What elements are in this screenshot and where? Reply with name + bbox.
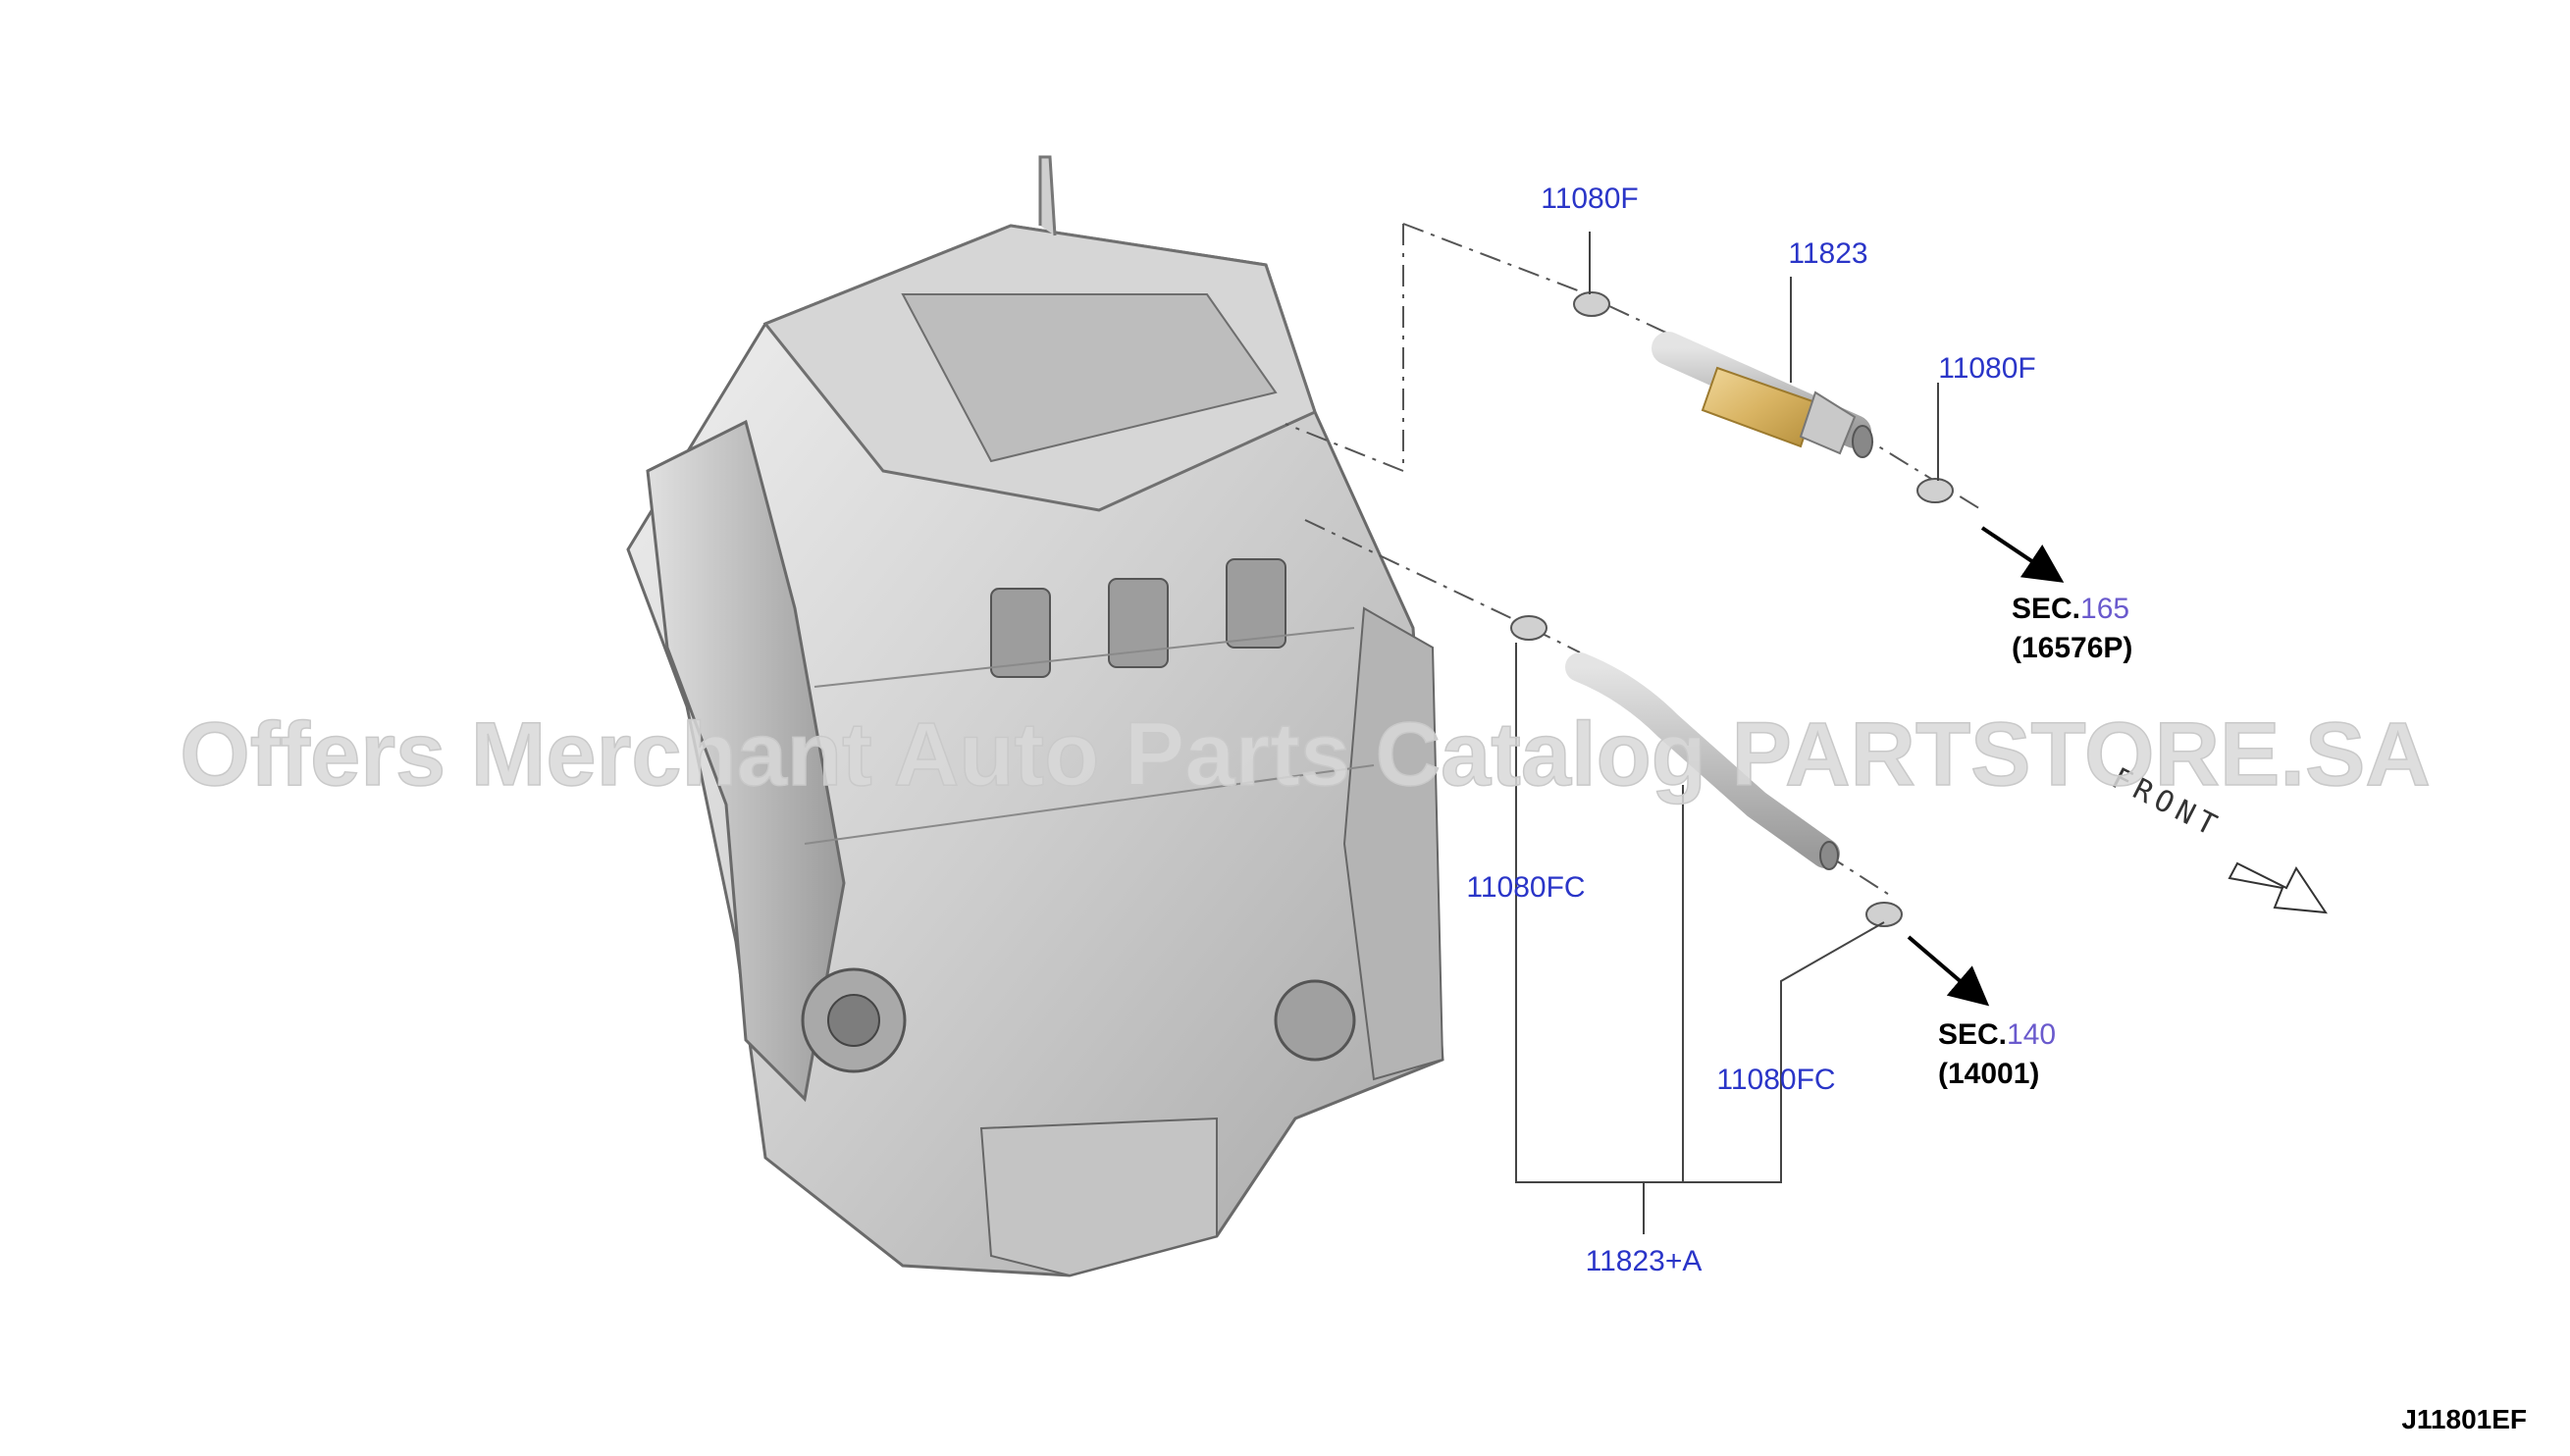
sec-part: (14001) [1938,1058,2039,1090]
sec-number: 140 [2007,1018,2056,1051]
callout-clip-lower-left[interactable]: 11080FC [1466,871,1585,904]
clip-icon [1510,291,1954,927]
callout-clip-lower-right[interactable]: 11080FC [1716,1064,1835,1096]
callout-hose-top[interactable]: 11823 [1788,237,1867,270]
svg-text:SEC.165: SEC.165 [2012,593,2129,625]
callout-hose-assembly[interactable]: 11823+A [1586,1245,1703,1277]
arrow-icon [1907,526,2065,1007]
section-reference-lower[interactable]: SEC.140 (14001) [1938,1018,2056,1090]
engine-block-icon [626,155,1444,1277]
hose-lower [1565,652,1840,870]
sec-part: (16576P) [2012,632,2132,664]
hose-upper [1652,332,1873,458]
sec-prefix: SEC. [1938,1018,2007,1051]
callout-clip-top-right[interactable]: 11080F [1938,352,2036,385]
front-arrow-icon [2228,861,2328,914]
sec-number: 165 [2080,593,2129,625]
svg-text:SEC.140: SEC.140 [1938,1018,2056,1051]
callout-clip-top-left[interactable]: 11080F [1541,182,1639,215]
watermark: Offers Merchant Auto Parts Catalog PARTS… [180,704,2431,805]
diagram-id: J11801EF [2401,1404,2527,1434]
leader-lines [1515,232,1939,1234]
sec-prefix: SEC. [2012,593,2080,625]
section-reference-upper[interactable]: SEC.165 (16576P) [2012,593,2132,664]
